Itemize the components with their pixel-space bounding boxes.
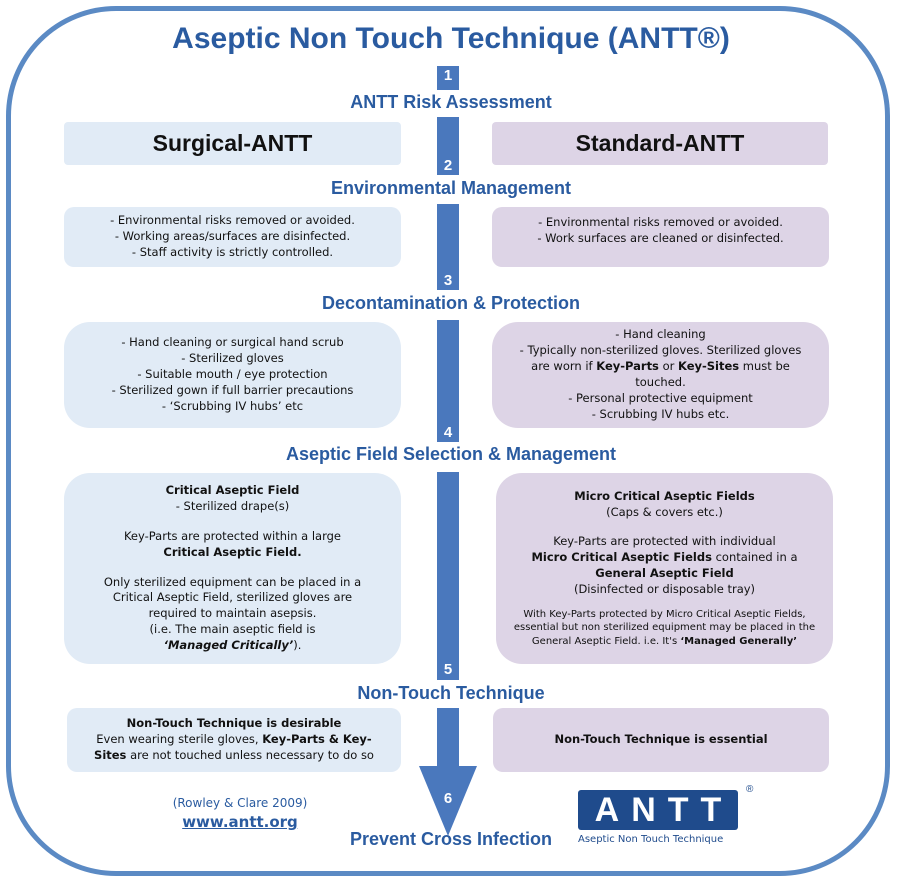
standard-field-note: With Key-Parts protected by Micro Critic… [513,608,816,647]
arrow-segment-4 [437,320,459,442]
step-number-1: 1 [443,67,453,84]
surgical-field-p3: (i.e. The main aseptic field is‘Managed … [149,622,316,652]
step-heading-environmental: Environmental Management [330,178,572,198]
standard-field-sub: (Caps & covers etc.) [606,504,723,519]
surgical-aseptic-field-box: Critical Aseptic Field - Sterilized drap… [64,473,401,664]
surgical-field-sub: - Sterilized drape(s) [175,498,290,513]
standard-decon-line: - Hand cleaning [615,327,706,342]
arrow-head [419,766,477,836]
standard-non-touch-box: Non-Touch Technique is essential [493,708,829,772]
surgical-decon-line: - ‘Scrubbing IV hubs’ etc [161,398,304,413]
step-number-3: 3 [443,272,453,289]
step-heading-risk-assessment: ANTT Risk Assessment [350,92,552,112]
step-heading-prevent-infection: Prevent Cross Infection [349,829,553,849]
standard-field-heading: Micro Critical Aseptic Fields [574,488,755,503]
standard-decon-line: - Personal protective equipment [568,390,753,405]
step-heading-aseptic-field: Aseptic Field Selection & Management [285,444,617,464]
surgical-non-touch-box: Non-Touch Technique is desirable Even we… [67,708,401,772]
website-link[interactable]: www.antt.org [182,813,298,831]
outer-frame [6,6,890,876]
surgical-antt-title: Surgical-ANTT [152,129,313,156]
surgical-antt-header: Surgical-ANTT [64,122,401,165]
surgical-env-line: - Working areas/surfaces are disinfected… [114,229,351,244]
reference-citation: (Rowley & Clare 2009) [172,796,308,810]
surgical-decon-line: - Suitable mouth / eye protection [137,367,328,382]
registered-mark: ® [746,784,754,795]
standard-decontamination-box: - Hand cleaning - Typically non-steriliz… [492,322,829,428]
surgical-field-heading: Critical Aseptic Field [165,483,300,498]
arrow-segment-1 [437,66,459,90]
standard-env-line: - Work surfaces are cleaned or disinfect… [537,230,784,245]
arrow-segment-2 [437,117,459,175]
standard-aseptic-field-box: Micro Critical Aseptic Fields (Caps & co… [496,473,833,664]
standard-environmental-box: - Environmental risks removed or avoided… [492,207,829,267]
surgical-env-line: - Staff activity is strictly controlled. [131,244,334,259]
step-number-5: 5 [443,661,453,678]
surgical-decon-line: - Sterilized gown if full barrier precau… [111,382,354,397]
arrow-segment-6 [437,708,459,768]
arrow-segment-3 [437,204,459,290]
surgical-decontamination-box: - Hand cleaning or surgical hand scrub -… [64,322,401,428]
standard-antt-title: Standard-ANTT [575,129,745,156]
standard-touch-text: Non-Touch Technique is essential [554,732,768,747]
surgical-decon-line: - Sterilized gloves [181,351,284,366]
arrow-segment-5 [437,472,459,680]
step-number-2: 2 [443,157,453,174]
antt-logo-subtitle: Aseptic Non Touch Technique [578,834,724,845]
standard-env-line: - Environmental risks removed or avoided… [538,215,783,229]
step-number-4: 4 [443,424,453,441]
step-number-6: 6 [443,790,453,807]
step-heading-decontamination: Decontamination & Protection [321,293,581,313]
surgical-decon-line: - Hand cleaning or surgical hand scrub [121,335,344,350]
step-heading-non-touch: Non-Touch Technique [357,683,545,703]
surgical-env-line: - Environmental risks removed or avoided… [110,213,355,228]
surgical-touch-heading: Non-Touch Technique is desirable [126,716,342,731]
antt-logo-mark: ANTT [578,790,738,830]
antt-logo: ANTT ® Aseptic Non Touch Technique [578,784,758,845]
surgical-touch-body: Even wearing sterile gloves, Key-Parts &… [94,732,374,762]
standard-antt-header: Standard-ANTT [492,122,828,165]
surgical-field-p2: Only sterilized equipment can be placed … [103,574,362,621]
standard-decon-line: - Scrubbing IV hubs etc. [591,406,730,421]
page-title: Aseptic Non Touch Technique (ANTT®) [172,22,730,55]
standard-decon-gloves: - Typically non-sterilized gloves. Steri… [519,343,802,389]
surgical-environmental-box: - Environmental risks removed or avoided… [64,207,401,267]
